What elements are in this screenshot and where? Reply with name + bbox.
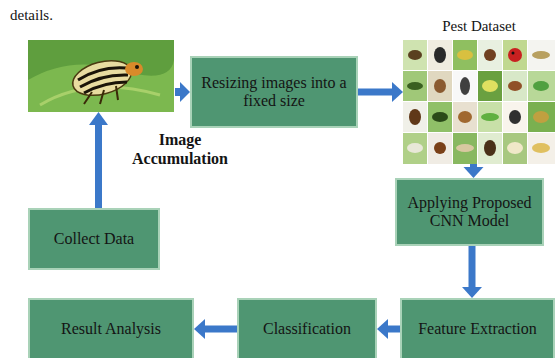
box-label: Result Analysis <box>61 320 161 338</box>
box-label: Collect Data <box>54 230 134 248</box>
flow-arrow <box>464 164 484 178</box>
box-label: Applying Proposed CNN Model <box>405 194 534 231</box>
process-box: Feature Extraction <box>400 298 555 358</box>
process-box: Resizing images into a fixed size <box>190 56 358 128</box>
dataset-image: Pest Dataset <box>403 18 555 164</box>
stage-label: Image Accumulation <box>110 130 250 168</box>
process-box: Applying Proposed CNN Model <box>395 178 544 246</box>
flow-arrow <box>89 112 108 208</box>
flow-arrow <box>175 82 190 102</box>
text-fragment: details. <box>10 6 100 24</box>
flow-arrow <box>358 82 403 102</box>
dataset-heading: Pest Dataset <box>442 18 516 35</box>
pest-mosaic <box>403 40 555 164</box>
process-box: Classification <box>237 298 377 358</box>
process-box: Result Analysis <box>28 298 194 358</box>
box-label: Resizing images into a fixed size <box>200 74 348 111</box>
beetle-photo <box>28 40 174 112</box>
flow-arrow <box>194 319 237 339</box>
flow-arrow <box>377 319 400 339</box>
flow-arrow <box>462 246 482 298</box>
box-label: Feature Extraction <box>418 320 537 338</box>
process-box: Collect Data <box>28 208 160 270</box>
box-label: Classification <box>263 320 351 338</box>
